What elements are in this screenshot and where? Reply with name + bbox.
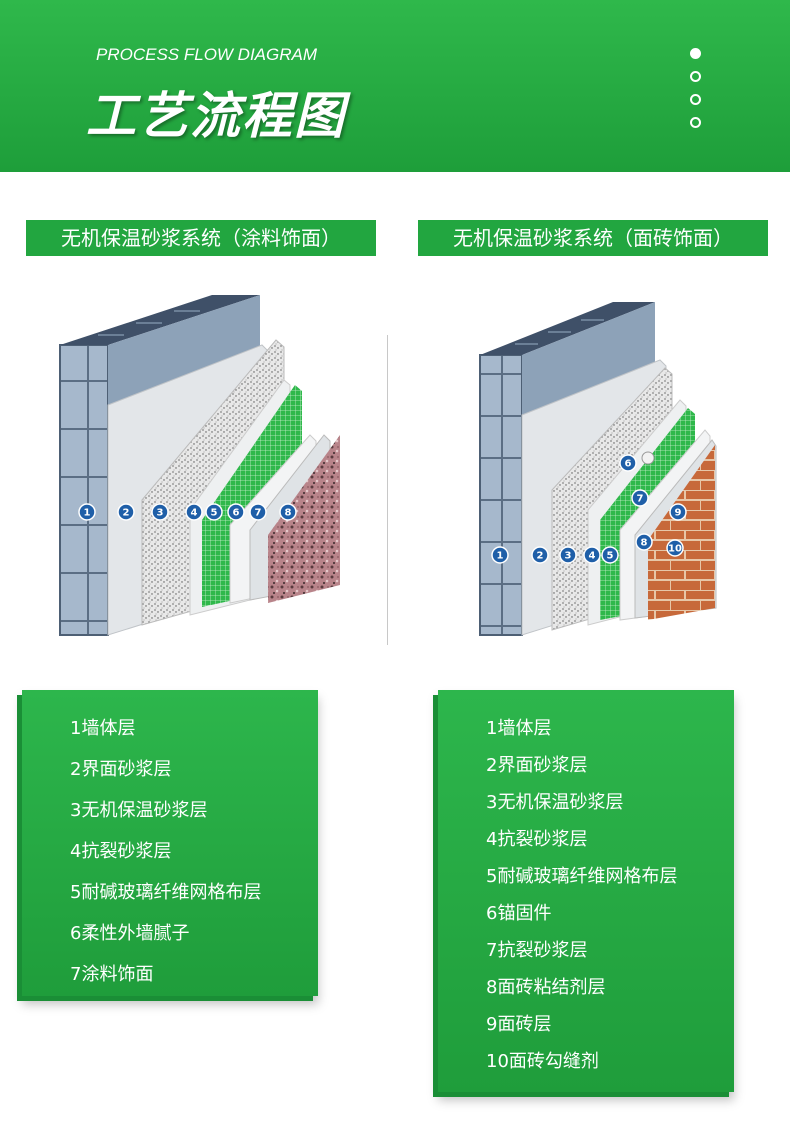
layer-number-label: 5: [607, 551, 614, 562]
layer-number-badge: [185, 503, 203, 521]
layer-number-badge: [491, 546, 509, 564]
layer-number-badge: [78, 503, 96, 521]
layer-number-badge: [669, 503, 687, 521]
legend-item: 6柔性外墙腻子: [70, 923, 190, 944]
left-legend-panel: 1墙体层 2界面砂浆层 3无机保温砂浆层 4抗裂砂浆层 5耐碱玻璃纤维网格布层 6柔性外墙…: [22, 690, 318, 996]
layer-number-label: 2: [537, 551, 544, 562]
legend-item: 4抗裂砂浆层: [70, 841, 172, 862]
legend-item: 2界面砂浆层: [70, 759, 172, 780]
left-legend-list: 1墙体层 2界面砂浆层 3无机保温砂浆层 4抗裂砂浆层 5耐碱玻璃纤维网格布层 6柔性外墙…: [70, 708, 318, 995]
layer-number-label: 10: [668, 544, 682, 555]
legend-item: 3无机保温砂浆层: [486, 792, 624, 813]
right-legend-panel: 1墙体层 2界面砂浆层 3无机保温砂浆层 4抗裂砂浆层 5耐碱玻璃纤维网格布层 6锚固件 7…: [438, 690, 734, 1092]
legend-item: 5耐碱玻璃纤维网格布层: [70, 882, 262, 903]
layer-number-label: 6: [625, 459, 632, 470]
column-divider: [387, 335, 388, 645]
layer-number-badge: [559, 546, 577, 564]
wall-block-layer: [59, 344, 109, 636]
legend-item: 9面砖层: [486, 1014, 552, 1035]
layer-number-label: 1: [84, 508, 91, 519]
page-dot-1[interactable]: [690, 48, 701, 59]
layer-number-label: 3: [565, 551, 572, 562]
layer-number-badge: [117, 503, 135, 521]
page-dot-3[interactable]: [690, 94, 701, 105]
legend-item: 1墙体层: [70, 718, 136, 739]
layer-number-label: 1: [497, 551, 504, 562]
left-wall-diagram: 1 2 3 4 5 6 7 8: [40, 285, 360, 645]
layer-number-badge: [205, 503, 223, 521]
layer-number-badge: [249, 503, 267, 521]
layer-number-badge: [279, 503, 297, 521]
legend-item: 7抗裂砂浆层: [486, 940, 588, 961]
page-indicator: [690, 48, 704, 140]
layer-number-label: 3: [157, 508, 164, 519]
layer-number-badge: [531, 546, 549, 564]
layer-number-badge: [666, 539, 684, 557]
layer-number-badge: [635, 533, 653, 551]
layer-number-badge: [151, 503, 169, 521]
layer-number-label: 5: [211, 508, 218, 519]
legend-item: 5耐碱玻璃纤维网格布层: [486, 866, 678, 887]
layer-number-label: 8: [285, 508, 292, 519]
layer-number-label: 2: [123, 508, 130, 519]
legend-item: 2界面砂浆层: [486, 755, 588, 776]
legend-item: 3无机保温砂浆层: [70, 800, 208, 821]
layer-number-badge: [227, 503, 245, 521]
legend-item: 6锚固件: [486, 903, 552, 924]
layer-number-label: 7: [637, 494, 644, 505]
legend-item: 7涂料饰面: [70, 964, 154, 985]
legend-item: 8面砖粘结剂层: [486, 977, 606, 998]
layer-number-label: 7: [255, 508, 262, 519]
page-dot-4[interactable]: [690, 117, 701, 128]
layer-number-label: 9: [675, 508, 682, 519]
right-section-title: 无机保温砂浆系统（面砖饰面）: [418, 220, 768, 256]
page-dot-2[interactable]: [690, 71, 701, 82]
layer-number-label: 4: [589, 551, 596, 562]
tile-finish-layer: [648, 445, 715, 620]
layer-number-label: 8: [641, 538, 648, 549]
anchor-icon: [641, 451, 655, 465]
left-section-title: 无机保温砂浆系统（涂料饰面）: [26, 220, 376, 256]
wall-block-layer: [479, 354, 523, 636]
layer-number-badge: [631, 489, 649, 507]
banner-subtitle: PROCESS FLOW DIAGRAM: [96, 45, 318, 64]
banner-title: 工艺流程图: [86, 87, 346, 145]
layer-number-label: 4: [191, 508, 198, 519]
header-banner: PROCESS FLOW DIAGRAM 工艺流程图: [0, 0, 790, 172]
legend-item: 10面砖勾缝剂: [486, 1051, 599, 1072]
layer-number-badge: [583, 546, 601, 564]
legend-item: 4抗裂砂浆层: [486, 829, 588, 850]
layer-number-badge: [619, 454, 637, 472]
coating-finish-layer: [268, 435, 340, 603]
layer-number-label: 6: [233, 508, 240, 519]
legend-item: 1墙体层: [486, 718, 552, 739]
right-legend-list: 1墙体层 2界面砂浆层 3无机保温砂浆层 4抗裂砂浆层 5耐碱玻璃纤维网格布层 6锚固件 7…: [486, 710, 734, 1080]
layer-number-badge: [601, 546, 619, 564]
